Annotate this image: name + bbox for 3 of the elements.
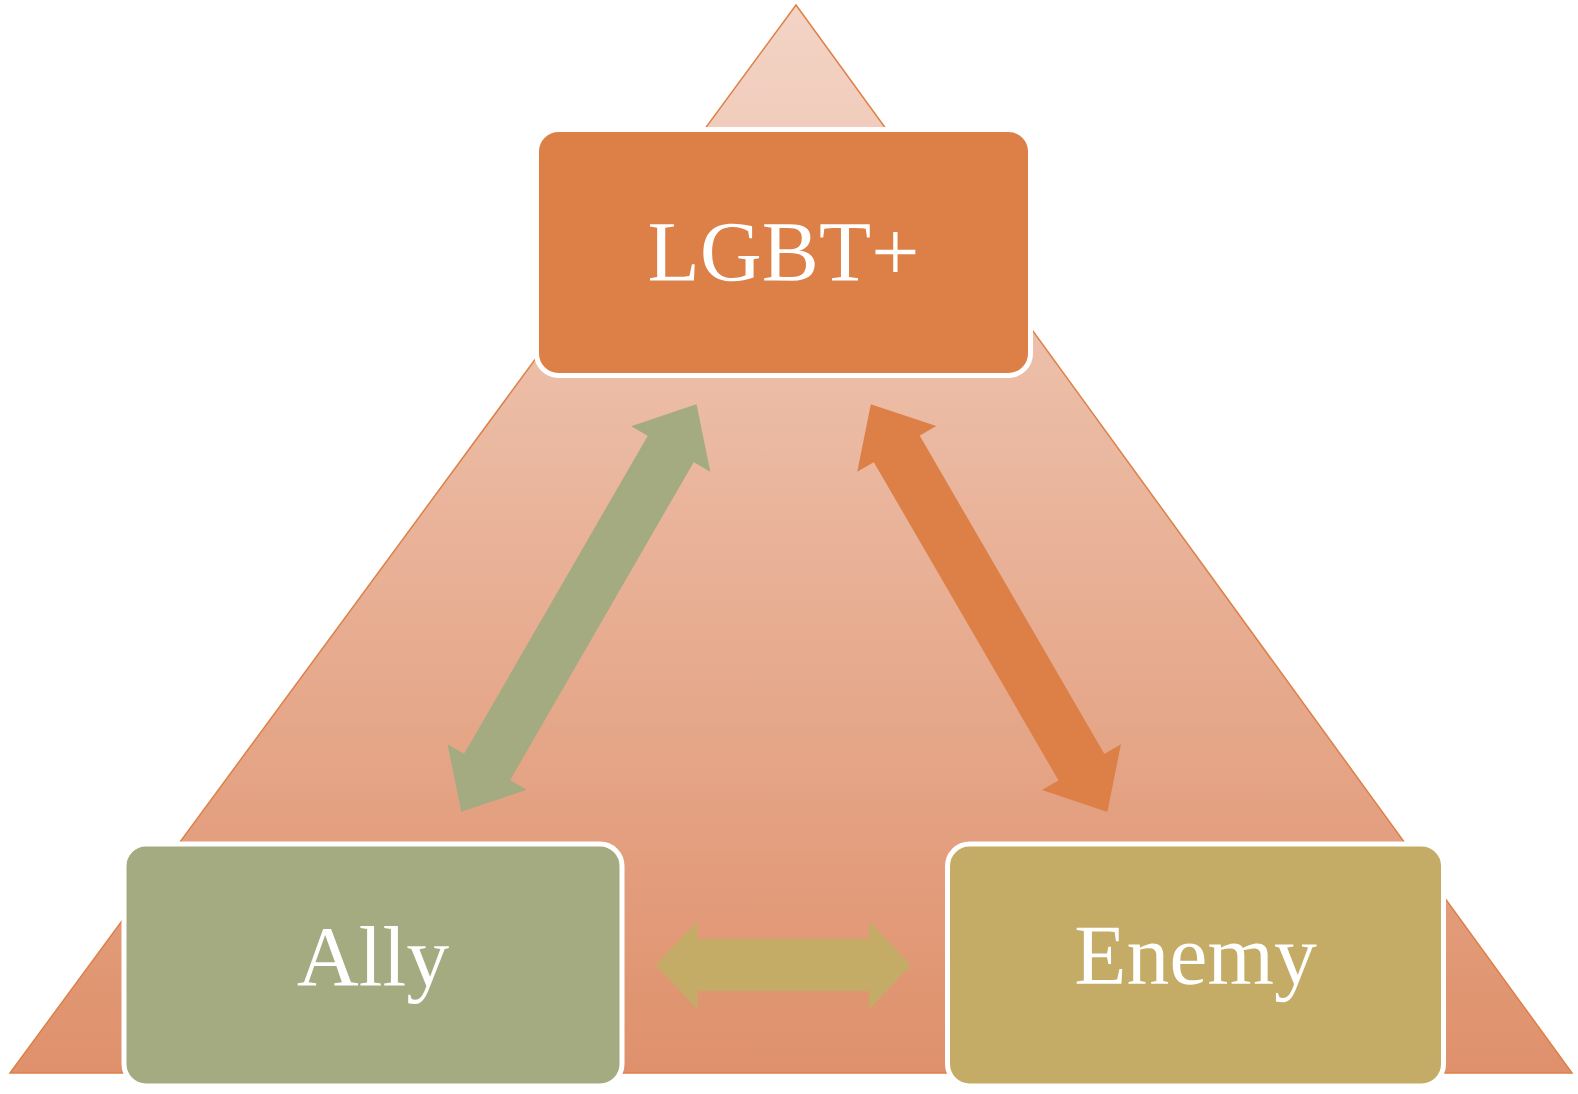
label-box: Ally xyxy=(121,841,625,1089)
label-box: LGBT+ xyxy=(534,127,1033,378)
label-box: Enemy xyxy=(945,841,1446,1089)
